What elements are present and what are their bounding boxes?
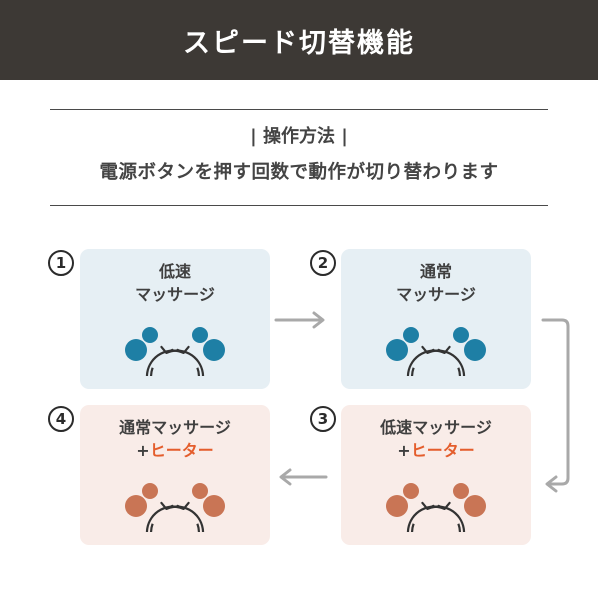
- ball: [192, 327, 208, 343]
- arrow-down-icon: [541, 318, 570, 486]
- card-line: 低速マッサージ: [380, 418, 492, 437]
- ball: [403, 327, 419, 343]
- step-card-2: 通常 マッサージ: [341, 249, 531, 389]
- card-line: マッサージ: [396, 285, 476, 304]
- roller-icon: [386, 483, 466, 532]
- heater-label: ヒーター: [149, 441, 214, 460]
- section-label: | 操作方法 |: [250, 126, 348, 147]
- massage-rollers-icon: [125, 483, 225, 532]
- header-banner: スピード切替機能: [0, 0, 598, 80]
- roller-icon: [145, 327, 225, 376]
- plus-sign: +: [397, 441, 411, 460]
- ball: [125, 495, 147, 517]
- step-number-1: 1: [48, 250, 74, 276]
- card-title: 通常 マッサージ: [341, 260, 531, 306]
- ball: [464, 339, 486, 361]
- ball: [453, 483, 469, 499]
- step-number-3: 3: [310, 406, 336, 432]
- ball: [142, 327, 158, 343]
- card-line: マッサージ: [135, 285, 215, 304]
- ball: [464, 495, 486, 517]
- step-card-4: 通常マッサージ +ヒーター: [80, 405, 270, 545]
- step-number-4: 4: [48, 406, 74, 432]
- ball: [192, 483, 208, 499]
- roller-icon: [406, 483, 486, 532]
- divider-bottom: [50, 205, 548, 206]
- card-title: 低速マッサージ +ヒーター: [341, 416, 531, 462]
- ball: [403, 483, 419, 499]
- card-line: +ヒーター: [80, 439, 270, 462]
- ball: [203, 495, 225, 517]
- ball: [453, 327, 469, 343]
- instruction-text: 電源ボタンを押す回数で動作が切り替わります: [99, 162, 499, 183]
- card-line: +ヒーター: [341, 439, 531, 462]
- card-line: 低速: [158, 262, 191, 281]
- page-title: スピード切替機能: [183, 27, 415, 59]
- card-line: 通常マッサージ: [119, 418, 231, 437]
- roller-icon: [125, 327, 205, 376]
- roller-icon: [406, 327, 486, 376]
- ball: [386, 339, 408, 361]
- roller-icon: [125, 483, 205, 532]
- massage-rollers-icon: [386, 327, 486, 376]
- plus-sign: +: [136, 441, 150, 460]
- massage-rollers-icon: [386, 483, 486, 532]
- card-line: 通常: [419, 262, 452, 281]
- step-number-2: 2: [310, 250, 336, 276]
- ball: [203, 339, 225, 361]
- card-title: 低速 マッサージ: [80, 260, 270, 306]
- ball: [386, 495, 408, 517]
- step-card-3: 低速マッサージ +ヒーター: [341, 405, 531, 545]
- roller-icon: [145, 483, 225, 532]
- ball: [142, 483, 158, 499]
- card-title: 通常マッサージ +ヒーター: [80, 416, 270, 462]
- ball: [125, 339, 147, 361]
- divider-top: [50, 109, 548, 110]
- heater-label: ヒーター: [410, 441, 475, 460]
- massage-rollers-icon: [125, 327, 225, 376]
- step-card-1: 低速 マッサージ: [80, 249, 270, 389]
